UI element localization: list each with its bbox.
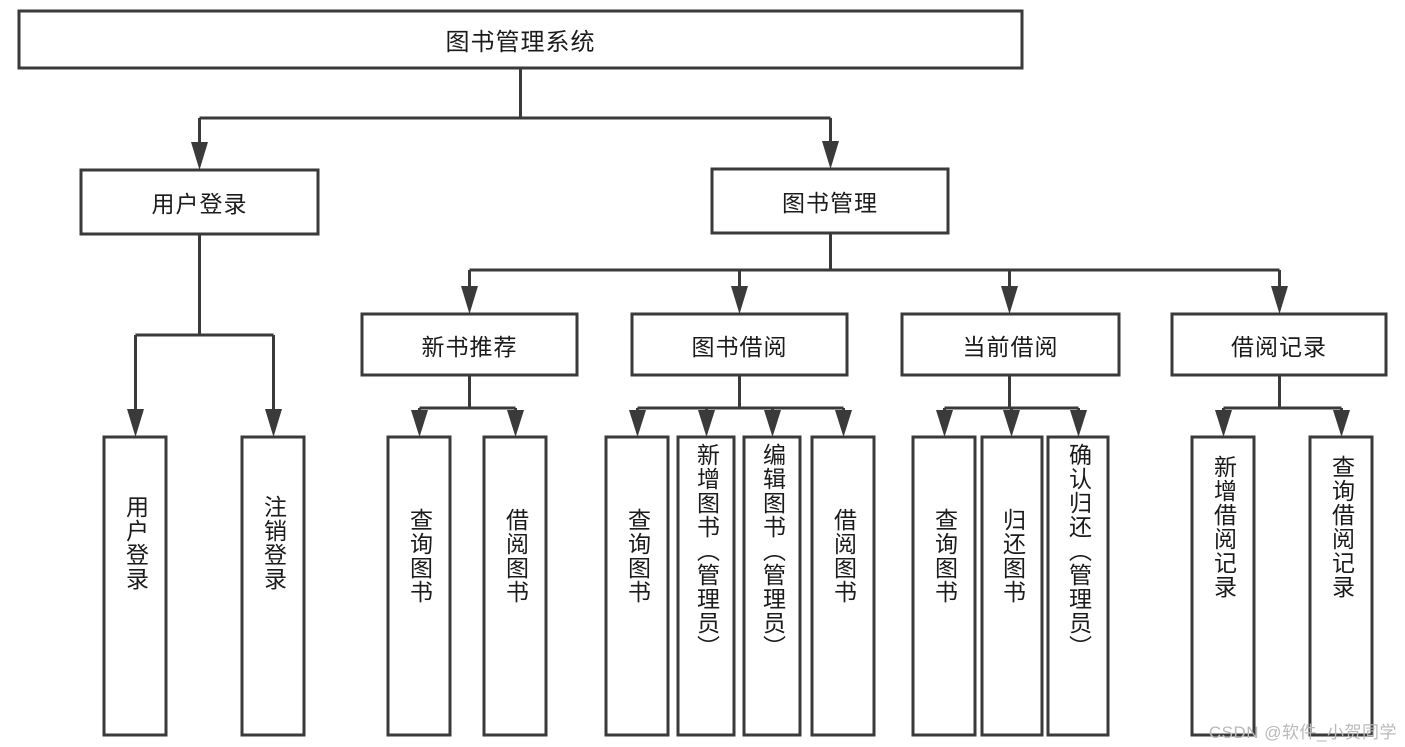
arrowhead-leaf-borrow-record-1 [1215, 410, 1232, 437]
node-user-login-box[interactable] [79, 168, 320, 236]
leaf-new-book-1-box[interactable] [386, 435, 452, 737]
node-current-borrow-box[interactable] [900, 312, 1121, 377]
arrowhead-leaf-book-borrow-4 [835, 410, 852, 437]
arrowhead-user-login [191, 142, 208, 170]
leaf-book-borrow-2-box[interactable] [676, 435, 736, 737]
arrowhead-leaf-current-borrow-1 [936, 410, 953, 437]
leaf-borrow-record-1-box[interactable] [1190, 435, 1256, 737]
leaf-current-borrow-3-box[interactable] [1046, 435, 1110, 737]
arrowhead-leaf-borrow-record-2 [1333, 410, 1350, 437]
arrowhead-leaf-new-book-1 [411, 410, 428, 437]
node-book-management-box[interactable] [710, 167, 950, 235]
node-new-book-recommend-box[interactable] [360, 312, 579, 377]
arrowhead-borrow-record [1271, 286, 1288, 314]
leaf-user-login-1-box[interactable] [102, 435, 168, 737]
arrowhead-leaf-book-borrow-1 [629, 410, 646, 437]
leaf-book-borrow-3-box[interactable] [742, 435, 802, 737]
arrowhead-leaf-current-borrow-3 [1070, 410, 1087, 437]
leaf-current-borrow-2-box[interactable] [980, 435, 1044, 737]
leaf-borrow-record-2-box[interactable] [1308, 435, 1374, 737]
arrowhead-new-book-recommend [461, 286, 478, 314]
arrowhead-leaf-current-borrow-2 [1003, 410, 1020, 437]
node-root-box[interactable] [17, 9, 1024, 70]
arrowhead-leaf-user-login-1 [127, 409, 144, 437]
arrowhead-leaf-new-book-2 [507, 410, 524, 437]
leaf-book-borrow-4-box[interactable] [810, 435, 876, 737]
node-borrow-record-box[interactable] [1170, 312, 1388, 377]
watermark-text: CSDN @软件_小贺同学 [1208, 723, 1397, 742]
arrowhead-book-borrow [731, 286, 748, 314]
leaf-user-login-2-box[interactable] [240, 435, 306, 737]
arrowhead-leaf-book-borrow-2 [698, 410, 715, 437]
arrowhead-current-borrow [1001, 286, 1018, 314]
node-book-borrow-box[interactable] [630, 312, 849, 377]
leaf-new-book-2-box[interactable] [482, 435, 548, 737]
leaf-book-borrow-1-box[interactable] [604, 435, 670, 737]
arrowhead-leaf-user-login-2 [265, 409, 282, 437]
leaf-current-borrow-1-box[interactable] [911, 435, 977, 737]
arrowhead-book-management [822, 141, 839, 169]
arrowhead-leaf-book-borrow-3 [764, 410, 781, 437]
